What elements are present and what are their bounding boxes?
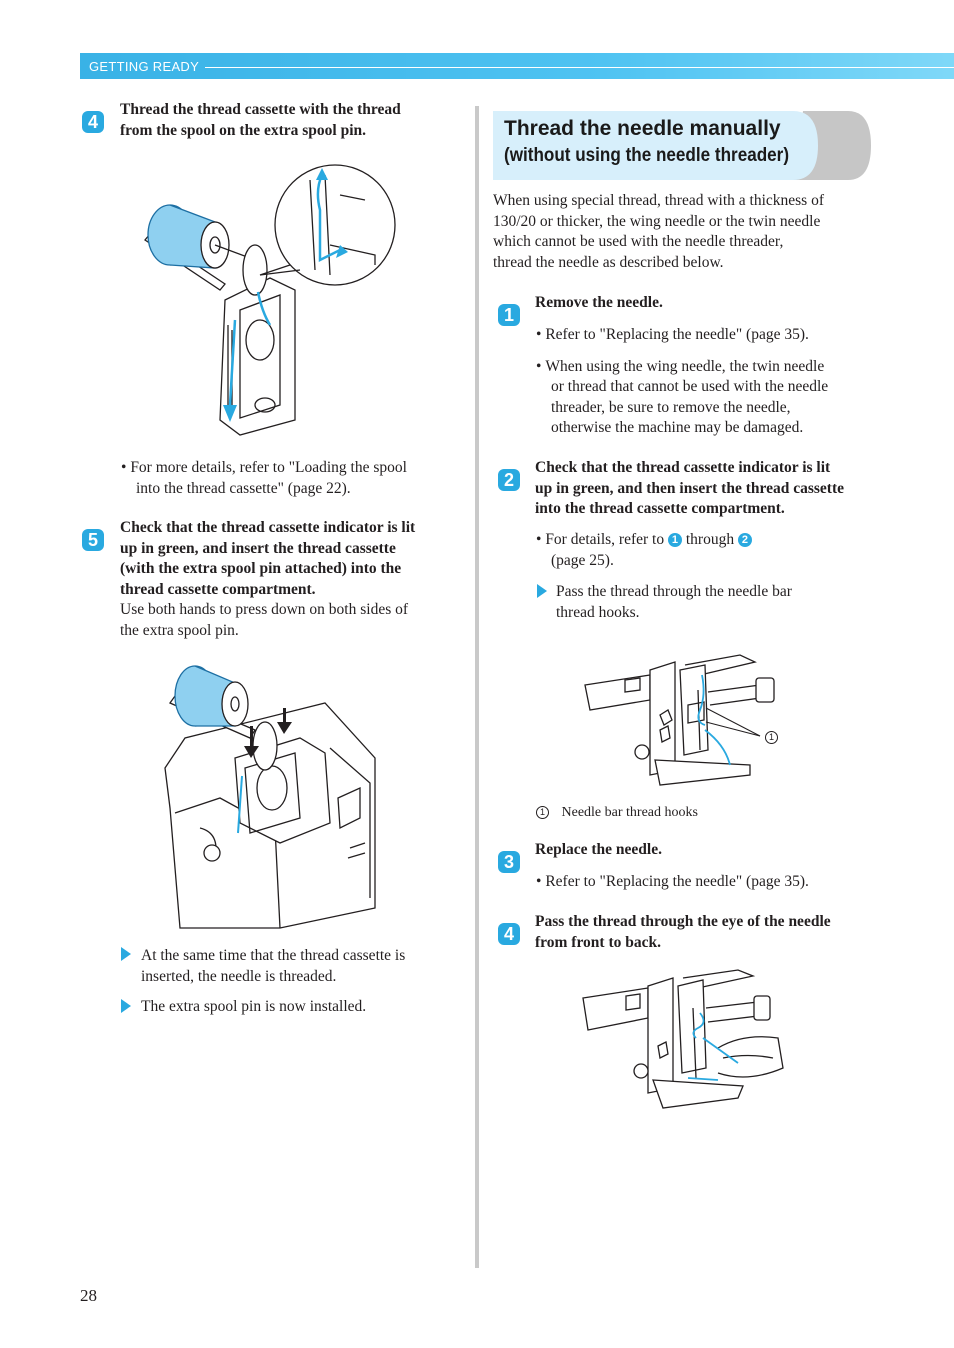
right-step-2-title: Check that the thread cassette indicator… — [535, 458, 885, 520]
note-text: For more details, refer to "Loading the … — [130, 459, 407, 476]
bullet-dot: • — [121, 459, 131, 476]
step-5-title-line: up in green, and insert the thread casse… — [120, 539, 396, 557]
bullet-dot: • — [536, 357, 546, 375]
section-subheading: (without using the needle threader) — [504, 145, 790, 166]
step-title-line: up in green, and then insert the thread … — [535, 479, 844, 497]
result-arrow — [121, 999, 131, 1013]
intro-paragraph: When using special thread, thread with a… — [493, 191, 883, 273]
bullet-text: threader, be sure to remove the needle, — [551, 398, 791, 416]
section-title: GETTING READY — [89, 59, 200, 74]
bullet-text: For details, refer to — [545, 531, 665, 548]
right-step-2-result: Pass the thread through the needle bar t… — [556, 582, 792, 623]
figure-caption: 1 Needle bar thread hooks — [536, 804, 698, 822]
section-header-bar — [80, 53, 954, 79]
bullet-dot: • — [536, 873, 546, 890]
result-arrow — [121, 947, 131, 961]
right-step-4-title: Pass the thread through the eye of the n… — [535, 912, 831, 953]
caption-number: 1 — [536, 806, 549, 819]
intro-line: 130/20 or thicker, the wing needle or th… — [493, 212, 821, 230]
bullet-text: or thread that cannot be used with the n… — [551, 378, 829, 395]
step-5-block: Check that the thread cassette indicator… — [120, 518, 465, 641]
result-line: Pass the thread through the needle bar — [556, 583, 792, 600]
intro-line: When using special thread, thread with a… — [493, 192, 824, 209]
step-ref-2: 2 — [737, 533, 752, 547]
step-5-title-line: (with the extra spool pin attached) into… — [120, 560, 402, 577]
bullet-dot: • — [536, 531, 546, 548]
section-heading: Thread the needle manually — [504, 117, 781, 140]
right-step-3-number: 3 — [498, 851, 520, 873]
note-text: into the thread cassette" (page 22). — [136, 479, 351, 497]
page-number: 28 — [80, 1286, 97, 1305]
caption-text: Needle bar thread hooks — [561, 805, 698, 820]
result-threaded: At the same time that the thread cassett… — [141, 946, 405, 987]
right-step-2-bullet: • For details, refer to 1 through 2 (pag… — [536, 530, 881, 571]
column-divider — [475, 106, 479, 1268]
intro-line: which cannot be used with the needle thr… — [493, 233, 784, 250]
right-step-2-number: 2 — [498, 469, 520, 491]
result-arrow — [537, 584, 547, 598]
step-5-body-line: the extra spool pin. — [120, 621, 239, 639]
step-4-title-line: from the spool on the extra spool pin. — [120, 121, 367, 139]
step-4-title-line: Thread the thread cassette with the thre… — [120, 101, 401, 118]
step-title-line: Check that the thread cassette indicator… — [535, 459, 831, 476]
right-step-3-bullet: • Refer to "Replacing the needle" (page … — [536, 872, 809, 893]
bullet-text: When using the wing needle, the twin nee… — [545, 357, 825, 375]
insert-cassette-illustration — [164, 665, 376, 929]
step-title-line: into the thread cassette compartment. — [535, 500, 785, 517]
step-title-line: Pass the thread through the eye of the n… — [535, 913, 831, 930]
needle-eye-threading-illustration — [582, 969, 784, 1109]
step-5-number: 5 — [82, 529, 104, 551]
bullet-text: Refer to "Replacing the needle" (page 35… — [545, 326, 809, 343]
intro-line: thread the needle as described below. — [493, 253, 724, 271]
bullet-text: Refer to "Replacing the needle" (page 35… — [545, 873, 809, 890]
bullet-text: (page 25). — [551, 551, 614, 569]
cassette-spool-illustration — [144, 164, 396, 436]
right-step-4-number: 4 — [498, 923, 520, 945]
result-line: inserted, the needle is threaded. — [141, 967, 337, 985]
bullet-dot: • — [536, 326, 546, 343]
note-loading-spool: • For more details, refer to "Loading th… — [121, 458, 461, 499]
result-line: thread hooks. — [556, 603, 640, 621]
bullet-text: otherwise the machine may be damaged. — [551, 419, 804, 436]
step-4-number: 4 — [82, 111, 104, 133]
right-step-3-title: Replace the needle. — [535, 841, 662, 858]
right-step-1-number: 1 — [498, 304, 520, 326]
right-step-1-title: Remove the needle. — [535, 294, 663, 311]
result-line: At the same time that the thread cassett… — [141, 947, 406, 964]
step-5-title-line: Check that the thread cassette indicator… — [120, 519, 416, 536]
step-5-title-line: thread cassette compartment. — [120, 580, 316, 598]
needle-bar-hooks-illustration — [584, 654, 775, 786]
bullet-text: through — [685, 531, 735, 548]
right-step-1-bullets: • Refer to "Replacing the needle" (page … — [536, 325, 881, 439]
header-rule — [205, 67, 954, 68]
section-title-box — [493, 111, 871, 180]
step-ref-1: 1 — [667, 533, 682, 547]
step-title-line: from front to back. — [535, 933, 661, 951]
step-4-title: Thread the thread cassette with the thre… — [120, 100, 401, 141]
step-5-body-line: Use both hands to press down on both sid… — [120, 601, 409, 618]
result-installed: The extra spool pin is now installed. — [141, 998, 367, 1015]
callout-1: 1 — [765, 731, 778, 744]
